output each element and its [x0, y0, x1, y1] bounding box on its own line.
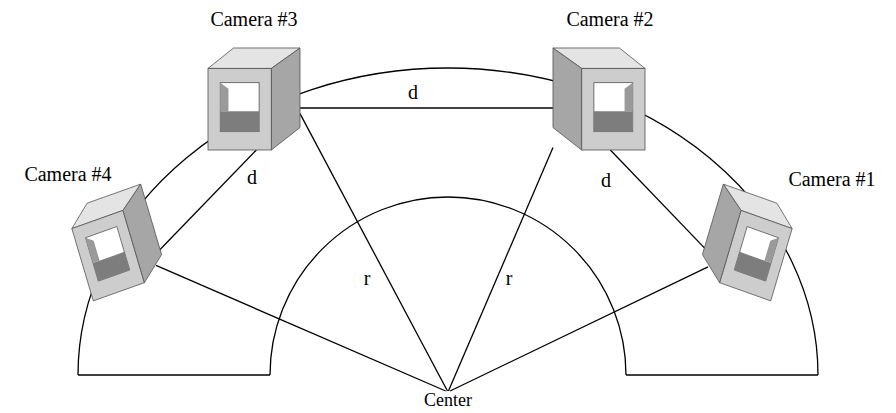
connector-line [448, 148, 553, 391]
camera-icon [208, 48, 300, 150]
camera-label: Camera #2 [566, 8, 653, 31]
connector-line [156, 265, 446, 391]
edge-label: d [406, 81, 420, 103]
edge-label: d [245, 166, 259, 188]
inner-arc [270, 197, 626, 375]
camera-icon [553, 48, 645, 150]
connector-line [450, 267, 708, 391]
camera-icon [78, 195, 156, 290]
edge-label: d [599, 169, 613, 191]
connector-line [610, 150, 708, 252]
connector-line [300, 107, 553, 108]
camera-node: Camera #3 [208, 48, 300, 150]
camera-node: Camera #4 [78, 195, 156, 290]
center-node: Center [420, 391, 476, 409]
connector-line [156, 150, 256, 254]
connector-line [300, 114, 447, 391]
edge-label: r [362, 267, 373, 289]
camera-icon [708, 195, 786, 290]
edge-label: r [504, 267, 515, 289]
center-label: Center [424, 391, 472, 409]
camera-label: Camera #3 [210, 8, 297, 31]
base-line [626, 374, 818, 375]
camera-label: Camera #1 [788, 168, 875, 191]
camera-node: Camera #2 [553, 48, 645, 150]
base-line [78, 374, 270, 375]
outer-arc [78, 68, 818, 375]
camera-node: Camera #1 [708, 195, 786, 290]
camera-label: Camera #4 [24, 163, 111, 186]
